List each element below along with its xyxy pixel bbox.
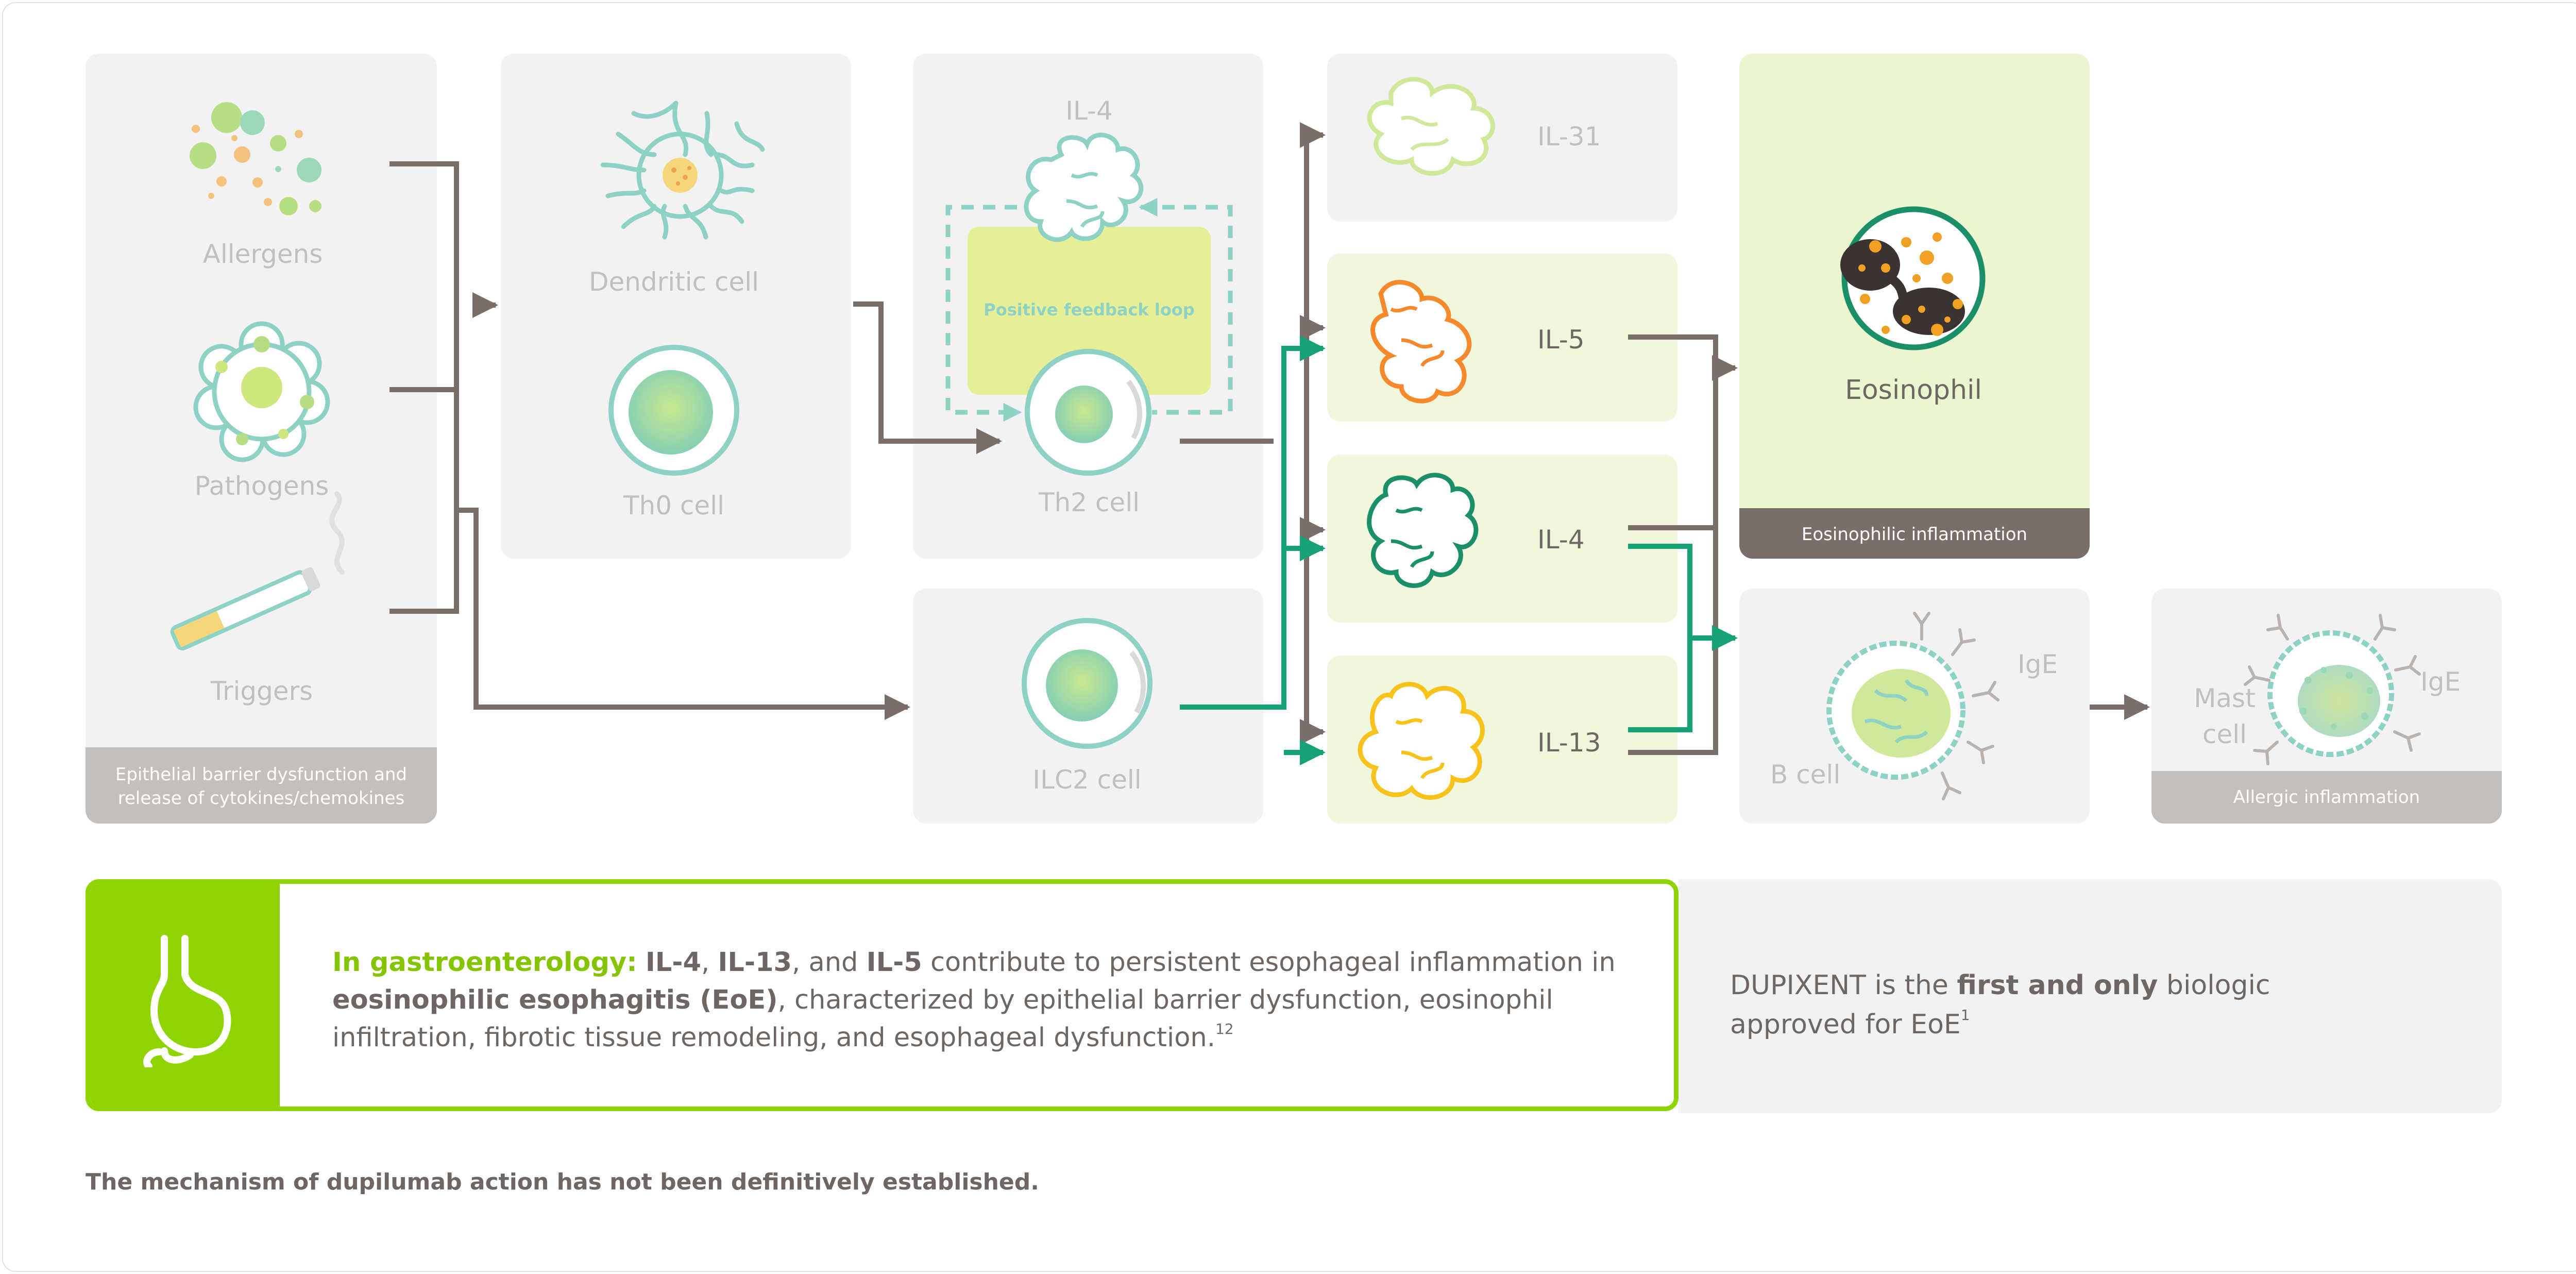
stomach-icon bbox=[143, 935, 231, 1067]
triggers-label: Triggers bbox=[210, 676, 313, 706]
il13-molecule-icon bbox=[1358, 682, 1485, 800]
allergens-label: Allergens bbox=[203, 239, 323, 269]
info-ref: 12 bbox=[1215, 1020, 1234, 1037]
info-icon-panel bbox=[90, 884, 280, 1107]
feedback-loop bbox=[945, 198, 1233, 422]
b-cell-icon bbox=[1826, 612, 1999, 800]
mast-cell-label-line2: cell bbox=[2202, 719, 2247, 749]
il5-molecule-icon bbox=[1370, 280, 1472, 404]
diagram-labels: Allergens Pathogens Triggers Dendritic c… bbox=[195, 96, 2461, 795]
ilc2-cell-icon bbox=[1022, 618, 1153, 749]
il5-label: IL-5 bbox=[1537, 325, 1585, 355]
eosinophil-icon bbox=[1840, 206, 1986, 350]
info-il5: IL-5 bbox=[866, 947, 922, 978]
info-text: In gastroenterology: IL-4, IL-13, and IL… bbox=[332, 944, 1651, 1057]
info-il4: IL-4 bbox=[645, 947, 701, 978]
th0-cell-label: Th0 cell bbox=[623, 491, 724, 521]
allergic-inflammation-label: Allergic inflammation bbox=[2233, 787, 2420, 808]
mast-cell-icon bbox=[2244, 614, 2421, 765]
dendritic-cell-icon bbox=[600, 100, 765, 240]
note-text2: biologic approved for EoE bbox=[1730, 970, 2270, 1040]
il31-label: IL-31 bbox=[1537, 122, 1601, 152]
il4-top-label: IL-4 bbox=[1065, 96, 1113, 126]
info-eoe: eosinophilic esophagitis (EoE) bbox=[332, 985, 778, 1015]
mechanism-footnote: The mechanism of dupilumab action has no… bbox=[86, 1169, 1039, 1195]
gastroenterology-info-box: In gastroenterology: IL-4, IL-13, and IL… bbox=[86, 879, 1679, 1111]
ilc2-cell-label: ILC2 cell bbox=[1032, 765, 1141, 795]
pathogens-label: Pathogens bbox=[195, 471, 329, 501]
note-ref: 1 bbox=[1960, 1007, 1970, 1024]
connectors-brown bbox=[389, 122, 2150, 755]
mast-cell-label-line1: Mast bbox=[2194, 683, 2255, 713]
il4-molecule-icon bbox=[1367, 473, 1479, 588]
th2-cell-label: Th2 cell bbox=[1038, 488, 1140, 517]
info-text2: , characterized by epithelial barrier dy… bbox=[332, 985, 1553, 1053]
il4-label: IL-4 bbox=[1537, 525, 1585, 555]
dendritic-panel bbox=[501, 54, 851, 559]
eosinophilic-inflammation-label: Eosinophilic inflammation bbox=[1802, 524, 2027, 545]
dendritic-cell-label: Dendritic cell bbox=[589, 267, 759, 297]
info-sep2: , and bbox=[792, 947, 867, 978]
info-text1: contribute to persistent esophageal infl… bbox=[922, 947, 1616, 978]
feedback-loop-label: Positive feedback loop bbox=[984, 300, 1194, 320]
allergens-icon bbox=[190, 102, 321, 215]
il4-molecule-top-icon bbox=[1024, 132, 1144, 242]
barrier-footer-line2: release of cytokines/chemokines bbox=[118, 788, 404, 809]
mast-ige-label: IgE bbox=[2420, 667, 2461, 697]
info-lead: In gastroenterology: bbox=[332, 947, 637, 978]
b-cell-label: B cell bbox=[1770, 760, 1840, 790]
barrier-footer-line1: Epithelial barrier dysfunction and bbox=[115, 764, 407, 785]
connectors-green bbox=[1180, 336, 1738, 765]
il31-molecule-icon bbox=[1367, 77, 1495, 176]
il13-label: IL-13 bbox=[1537, 728, 1601, 758]
pathogen-icon bbox=[193, 321, 330, 462]
info-sep1: , bbox=[701, 947, 718, 978]
dendritic-nucleus bbox=[663, 158, 698, 193]
dupixent-note-panel: DUPIXENT is the first and only biologic … bbox=[1679, 879, 2502, 1113]
dupixent-note-text: DUPIXENT is the first and only biologic … bbox=[1730, 966, 2400, 1044]
th2-cell-icon bbox=[1025, 349, 1151, 476]
note-text1: DUPIXENT is the bbox=[1730, 970, 1957, 1001]
bcell-ige-label: IgE bbox=[2018, 649, 2058, 679]
eosinophil-label: Eosinophil bbox=[1845, 375, 1982, 406]
note-bold: first and only bbox=[1957, 970, 2158, 1001]
th0-cell-icon bbox=[608, 345, 739, 476]
info-il13: IL-13 bbox=[718, 947, 792, 978]
cigarette-icon bbox=[170, 491, 345, 650]
